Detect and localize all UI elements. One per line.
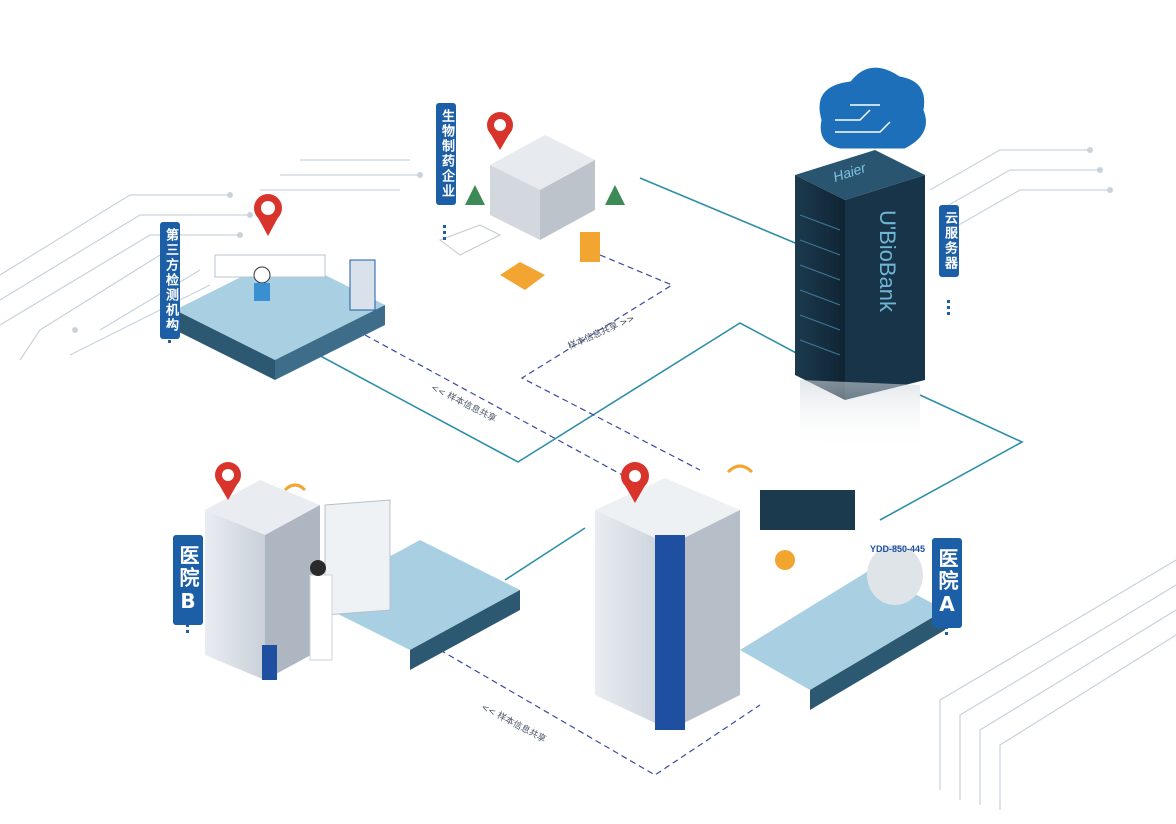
hospital-a-label: 医院A xyxy=(932,538,962,628)
hospital-b-label: 医院B xyxy=(173,535,203,625)
third-party-lab-dots xyxy=(168,328,171,346)
cloud-server: Haier U'BioBank xyxy=(795,64,929,450)
third-party-lab-scene xyxy=(175,194,385,380)
background-trace-dots xyxy=(72,147,1113,333)
nitrogen-tank-label: YDD-850-445 xyxy=(870,544,925,554)
third-party-lab-label: 第三方检测机构 xyxy=(160,222,180,339)
hospital-a-dots xyxy=(945,620,948,638)
hospital-b-scene xyxy=(205,462,520,680)
biopharma-dots xyxy=(443,225,446,243)
hospital-b-dots xyxy=(186,618,189,636)
background-circuit-traces xyxy=(0,149,1176,810)
server-product-name: U'BioBank xyxy=(875,210,900,313)
cloud-server-dots xyxy=(947,300,950,318)
hospital-a-scene: YDD-850-445 xyxy=(595,462,945,730)
biopharma-label: 生物制药企业 xyxy=(436,103,456,205)
cloud-server-label: 云服务器 xyxy=(939,205,959,277)
cloud-connection-lines xyxy=(299,177,1024,581)
biopharma-scene xyxy=(438,112,625,290)
